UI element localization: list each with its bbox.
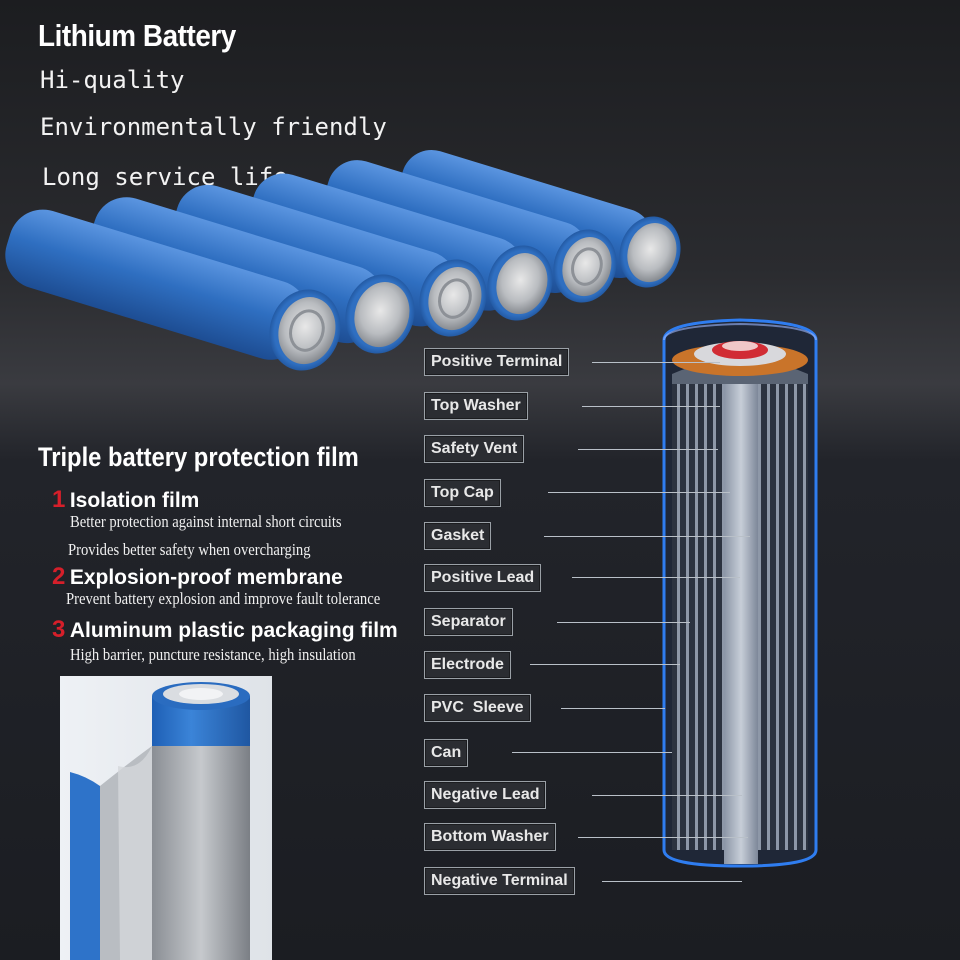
item-desc: Better protection against internal short…	[70, 512, 342, 531]
leader-line	[548, 492, 730, 493]
item-number: 1	[52, 486, 66, 513]
label-pvc-sleeve: PVC Sleeve	[424, 694, 531, 722]
protection-item-2: 2 Explosion-proof membrane	[52, 563, 343, 591]
feature-long-life: Long service life	[42, 163, 288, 191]
leader-line	[602, 881, 742, 882]
page-title: Lithium Battery	[38, 18, 236, 53]
leader-line	[557, 622, 690, 623]
leader-line	[582, 406, 720, 407]
label-safety-vent: Safety Vent	[424, 435, 525, 463]
leader-line	[572, 577, 740, 578]
feature-hi-quality: Hi-quality	[40, 66, 185, 94]
label-top-cap: Top Cap	[424, 479, 501, 507]
item-name: Explosion-proof membrane	[69, 566, 343, 589]
label-separator: Separator	[424, 608, 513, 636]
leader-line	[530, 664, 680, 665]
label-positive-lead: Positive Lead	[424, 564, 542, 592]
label-gasket: Gasket	[424, 522, 492, 550]
leader-line	[592, 362, 720, 363]
leader-line	[592, 795, 742, 796]
label-electrode: Electrode	[424, 651, 511, 679]
item-name: Isolation film	[69, 489, 200, 512]
label-negative-lead: Negative Lead	[424, 781, 547, 809]
leader-line	[512, 752, 672, 753]
label-top-washer: Top Washer	[424, 392, 528, 420]
battery-cross-section	[662, 318, 818, 868]
item-desc: Provides better safety when overcharging	[68, 540, 311, 559]
item-desc: Prevent battery explosion and improve fa…	[66, 589, 381, 608]
label-bottom-washer: Bottom Washer	[424, 823, 556, 851]
feature-eco-friendly: Environmentally friendly	[40, 113, 387, 141]
protection-item-3: 3 Aluminum plastic packaging film	[52, 616, 398, 644]
label-negative-terminal: Negative Terminal	[424, 867, 575, 895]
leader-line	[561, 708, 665, 709]
item-desc: High barrier, puncture resistance, high …	[70, 645, 356, 664]
leader-line	[578, 837, 748, 838]
protection-title: Triple battery protection film	[38, 442, 359, 472]
leader-line	[544, 536, 750, 537]
label-can: Can	[424, 739, 469, 767]
battery-row-illustration	[5, 149, 681, 371]
leader-line	[578, 449, 718, 450]
label-positive-terminal: Positive Terminal	[424, 348, 570, 376]
item-number: 3	[52, 616, 66, 643]
item-name: Aluminum plastic packaging film	[69, 619, 398, 642]
protection-item-1: 1 Isolation film	[52, 486, 199, 514]
peeled-battery-photo	[60, 676, 272, 960]
item-number: 2	[52, 563, 66, 590]
